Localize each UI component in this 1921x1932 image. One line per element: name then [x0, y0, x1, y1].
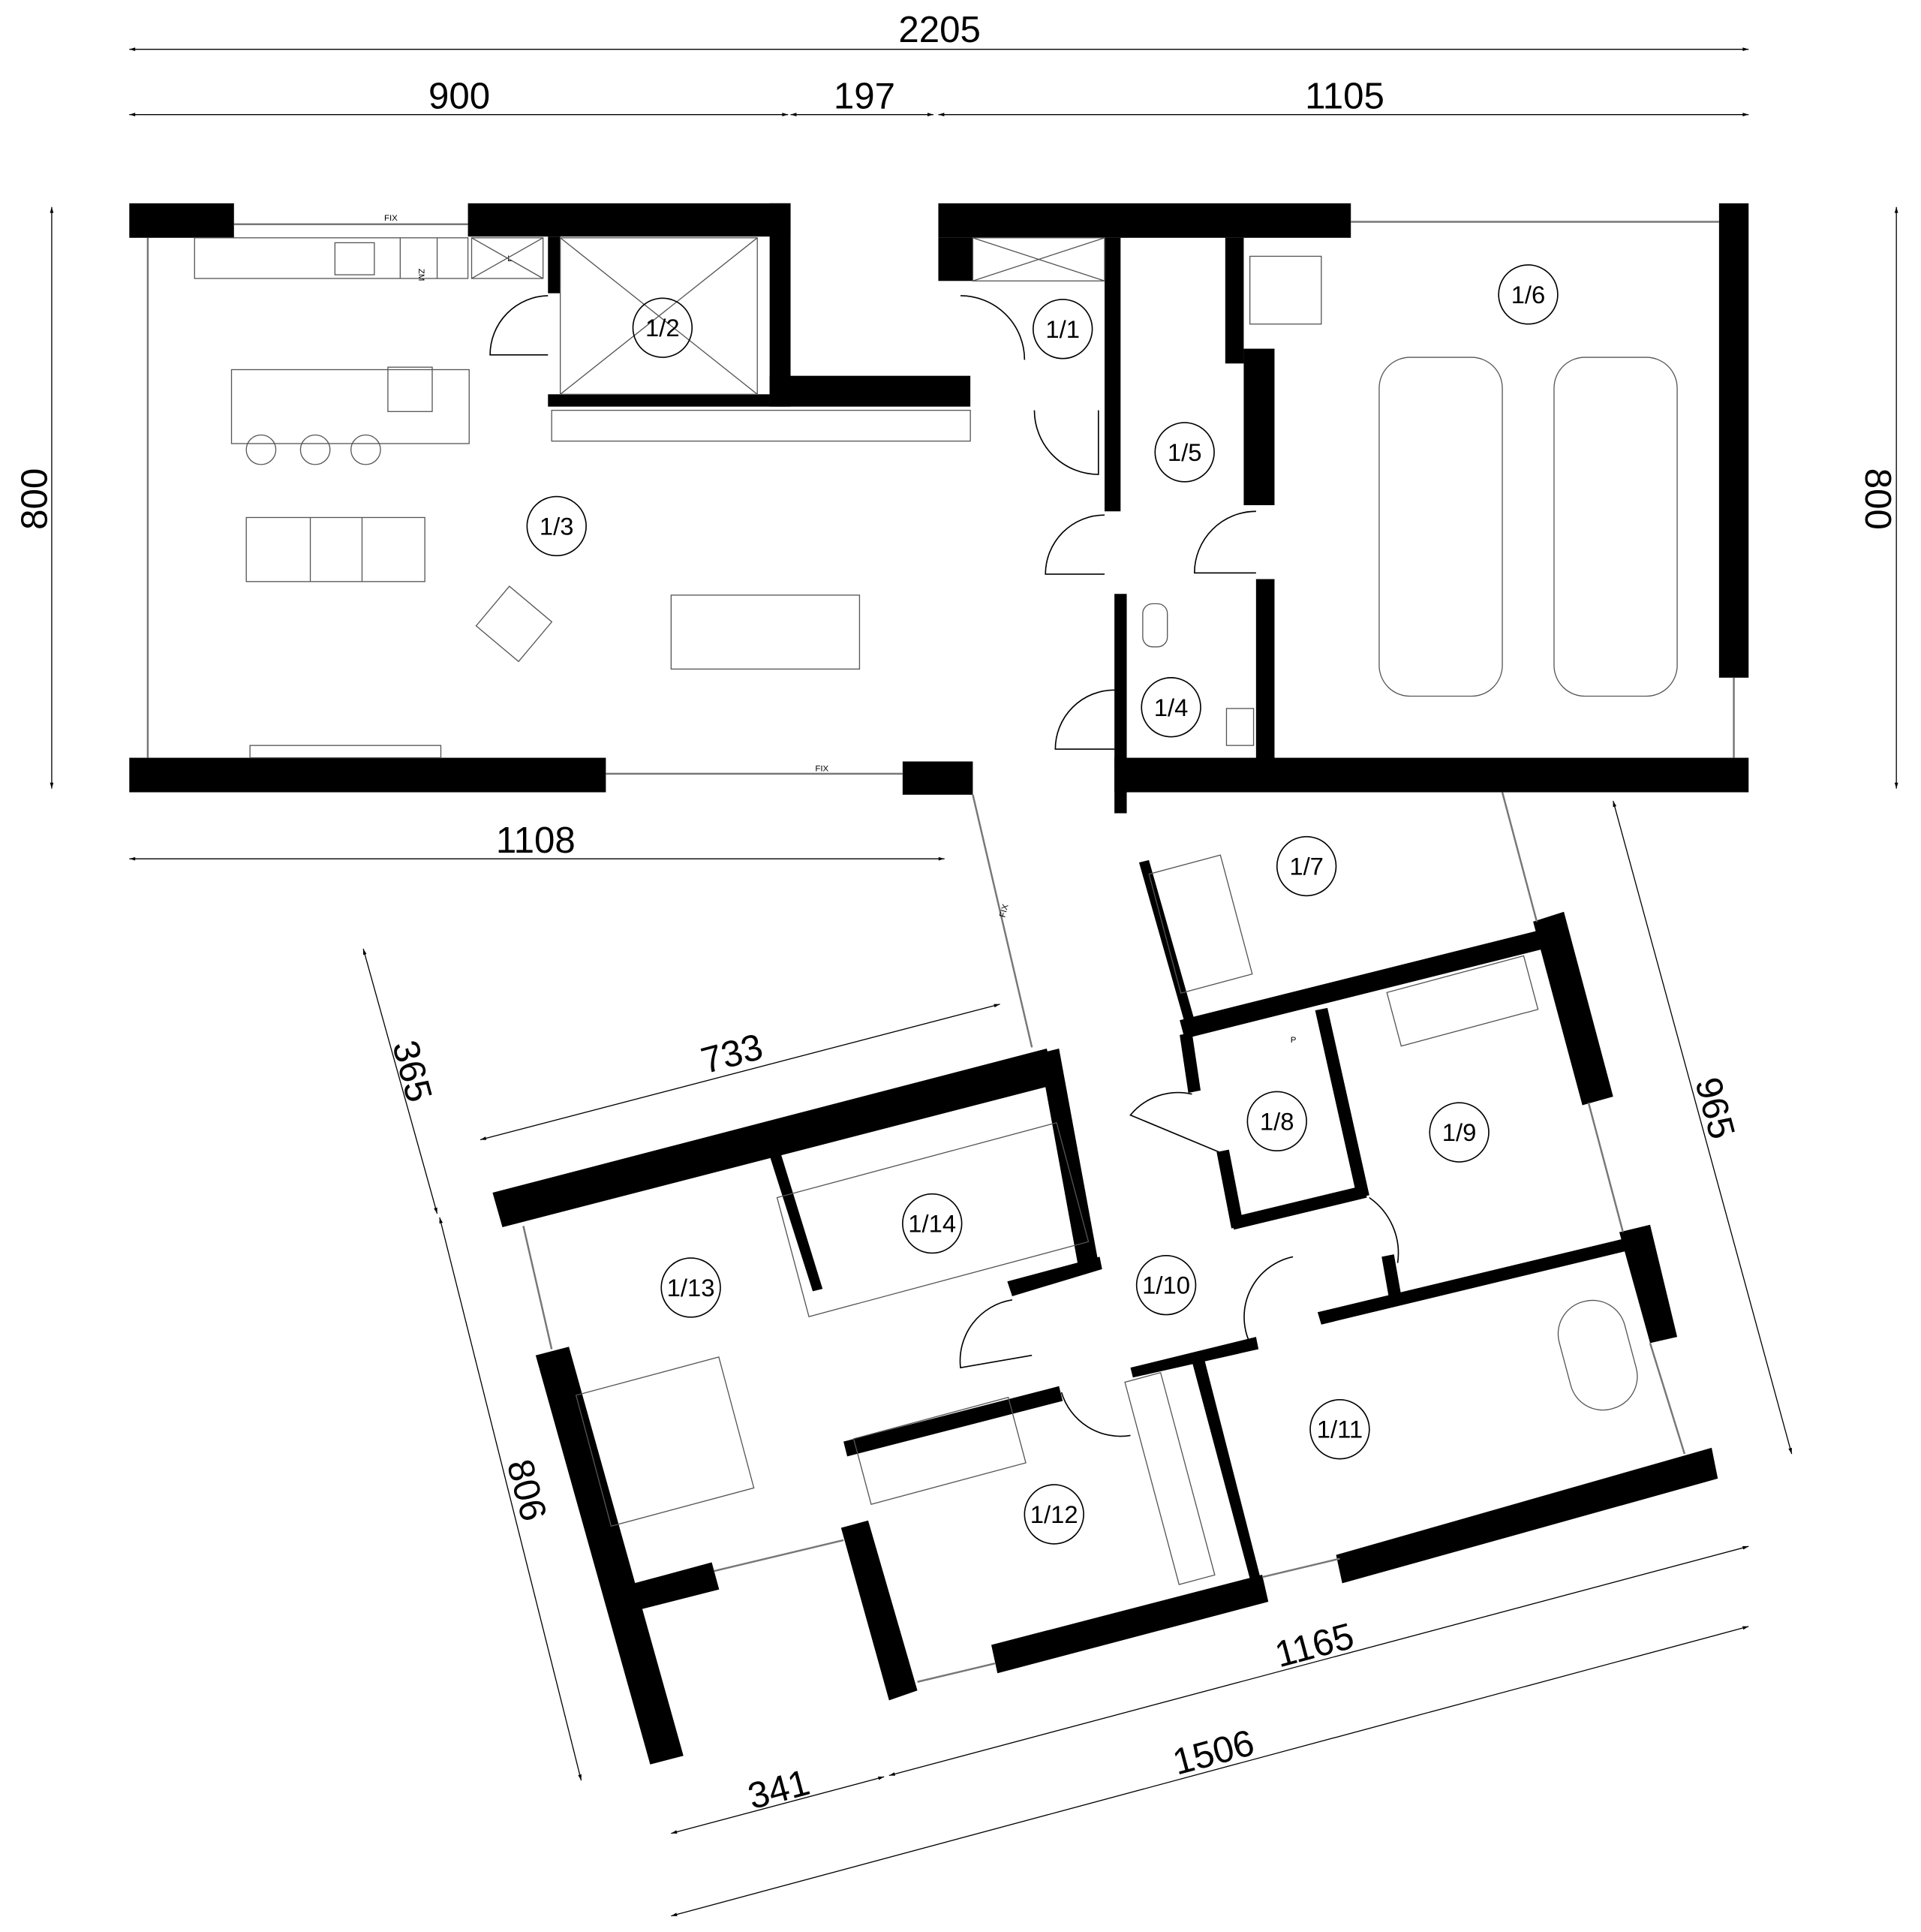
- dim-living-width: 1108: [496, 820, 576, 861]
- svg-text:1/3: 1/3: [540, 512, 574, 540]
- dim-wing-top: 733: [697, 1026, 768, 1082]
- room-tag-1-5: 1/5: [1154, 422, 1215, 483]
- doors: [489, 295, 1399, 1437]
- dim-height-right: 800: [1857, 468, 1898, 530]
- room-tag-1-1: 1/1: [1033, 299, 1093, 360]
- label-fix-top: FIX: [384, 214, 398, 223]
- dim-wing-left: 806: [499, 1455, 555, 1526]
- toilet-icon: [1142, 603, 1168, 648]
- room-tags: 1/1 1/2 1/3 1/4 1/5 1/6 1/7 1/8 1/9 1/10…: [526, 264, 1559, 1545]
- svg-text:1/6: 1/6: [1511, 281, 1546, 308]
- label-pantry: P: [1291, 1036, 1297, 1045]
- dining-table: [670, 594, 861, 670]
- svg-text:1/4: 1/4: [1154, 694, 1189, 721]
- walls: [129, 203, 1749, 1765]
- glazing: [146, 221, 1735, 1683]
- svg-text:1/14: 1/14: [908, 1210, 956, 1238]
- room-tag-1-12: 1/12: [1024, 1484, 1084, 1545]
- dim-segment-right: 1105: [1305, 75, 1384, 116]
- dim-segment-mid: 197: [834, 75, 895, 116]
- svg-text:1/7: 1/7: [1289, 853, 1324, 880]
- bed-icon: [575, 1356, 755, 1527]
- sofa-icon: [1148, 854, 1253, 995]
- dim-height-left: 800: [14, 468, 55, 530]
- svg-text:1/8: 1/8: [1260, 1107, 1294, 1135]
- svg-text:1/1: 1/1: [1045, 315, 1080, 343]
- sofa-icon: [245, 516, 425, 582]
- svg-text:1/5: 1/5: [1168, 438, 1202, 466]
- car-icon: [1553, 357, 1678, 697]
- label-fix-bottom: FIX: [815, 765, 828, 774]
- treadmill-icon: [1386, 955, 1539, 1047]
- room-tag-1-9: 1/9: [1429, 1102, 1490, 1163]
- svg-text:1/12: 1/12: [1030, 1500, 1078, 1528]
- svg-text:1/2: 1/2: [645, 314, 680, 342]
- svg-text:1/13: 1/13: [667, 1274, 715, 1302]
- svg-text:1/11: 1/11: [1317, 1416, 1363, 1443]
- room-tag-1-3: 1/3: [526, 495, 587, 557]
- dim-wing-bottom-left: 341: [744, 1762, 814, 1817]
- bed-icon: [852, 1396, 1027, 1505]
- room-tag-1-13: 1/13: [660, 1257, 721, 1318]
- room-tag-1-11: 1/11: [1309, 1399, 1370, 1460]
- armchair-icon: [475, 585, 553, 663]
- kitchen-counter: [194, 237, 469, 279]
- kitchen-island: [230, 369, 470, 444]
- dim-wing-short: 365: [384, 1036, 440, 1106]
- dim-segment-left: 900: [428, 75, 490, 116]
- svg-text:1/9: 1/9: [1442, 1118, 1477, 1146]
- room-tag-1-7: 1/7: [1276, 835, 1337, 897]
- dim-wing-bottom-inner: 1165: [1270, 1615, 1357, 1676]
- room-tag-1-2: 1/2: [632, 297, 693, 358]
- label-fix-side: FIX: [998, 903, 1010, 919]
- dimension-lines: [50, 47, 1898, 1917]
- room-tag-1-8: 1/8: [1246, 1091, 1307, 1152]
- label-washer: ZM: [416, 269, 425, 281]
- car-icon: [1378, 357, 1503, 697]
- furniture: [194, 237, 1678, 1585]
- bikes-icon: [1249, 255, 1322, 325]
- room-tag-1-10: 1/10: [1135, 1254, 1197, 1316]
- dim-overall-width: 2205: [898, 9, 980, 50]
- svg-text:1/10: 1/10: [1142, 1271, 1190, 1299]
- bathtub-icon: [1557, 1299, 1638, 1411]
- dim-wing-right: 965: [1687, 1073, 1742, 1144]
- sink-icon: [334, 242, 375, 275]
- room-tag-1-4: 1/4: [1141, 677, 1201, 738]
- cooktop-icon: [387, 366, 433, 412]
- room-tag-1-6: 1/6: [1498, 264, 1559, 325]
- room-tag-1-14: 1/14: [902, 1193, 963, 1254]
- dim-wing-bottom-outer: 1506: [1168, 1722, 1258, 1783]
